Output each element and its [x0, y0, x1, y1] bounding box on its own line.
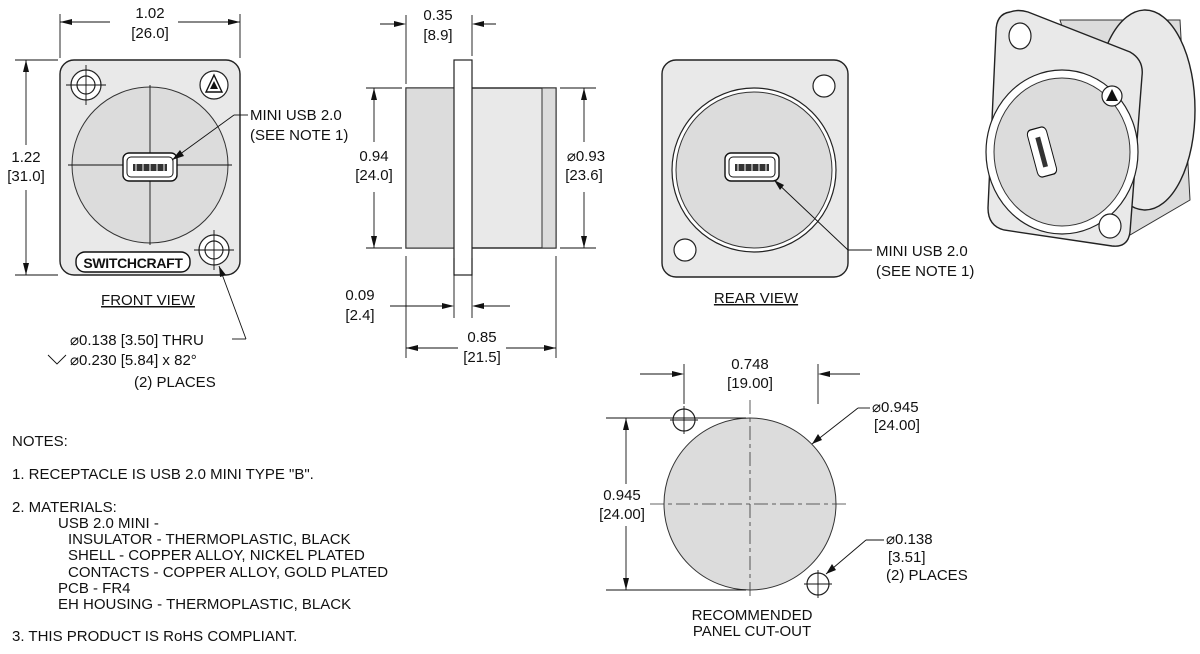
- cutout-spacing-mm: [19.00]: [727, 375, 773, 392]
- front-connector-note-1: MINI USB 2.0: [250, 107, 342, 124]
- side-height-mm: [24.0]: [355, 167, 393, 184]
- rear-view-title: REAR VIEW: [714, 290, 799, 307]
- notes-heading: NOTES:: [12, 433, 68, 450]
- hole-note-1: ⌀0.138 [3.50] THRU: [70, 332, 204, 349]
- side-thickness-mm: [2.4]: [345, 307, 374, 324]
- front-width-in: 1.02: [135, 5, 164, 22]
- isometric-view: [985, 9, 1196, 247]
- rear-connector-note-1: MINI USB 2.0: [876, 243, 968, 260]
- side-flange: [453, 59, 473, 276]
- rear-hole-bottom-left: [673, 238, 697, 262]
- front-view: SWITCHCRAFT 1.02 [26.0] 1.22 [31.0] MINI…: [7, 5, 348, 391]
- cutout-small-hole-in: ⌀0.138: [886, 531, 933, 548]
- cutout-small-hole-qty: (2) PLACES: [886, 567, 968, 584]
- side-thickness-in: 0.09: [345, 287, 374, 304]
- side-height-in: 0.94: [359, 148, 388, 165]
- side-diameter-in: ⌀0.93: [567, 148, 605, 165]
- material-4: CONTACTS - COPPER ALLOY, GOLD PLATED: [68, 564, 388, 581]
- cutout-diameter-mm: [24.00]: [874, 417, 920, 434]
- brand-logo: SWITCHCRAFT: [83, 255, 183, 271]
- side-view: 0.35 [8.9] 0.94 [24.0] ⌀0.93 [23.6] 0.09…: [345, 7, 605, 366]
- side-length-mm: [21.5]: [463, 349, 501, 366]
- rear-view: MINI USB 2.0 (SEE NOTE 1) REAR VIEW: [661, 59, 974, 307]
- material-6: EH HOUSING - THERMOPLASTIC, BLACK: [58, 596, 351, 613]
- front-height-in: 1.22: [11, 149, 40, 166]
- cutout-small-hole-mm: [3.51]: [888, 549, 926, 566]
- notes-block: NOTES: 1. RECEPTACLE IS USB 2.0 MINI TYP…: [12, 433, 388, 645]
- iso-hole-bottom: [1098, 213, 1122, 239]
- front-connector-note-2: (SEE NOTE 1): [250, 127, 348, 144]
- side-flange-in: 0.35: [423, 7, 452, 24]
- cutout-height-mm: [24.00]: [599, 506, 645, 523]
- material-5: PCB - FR4: [58, 580, 131, 597]
- cutout-title-1: RECOMMENDED: [692, 607, 813, 624]
- hole-note-2: ⌀0.230 [5.84] x 82°: [70, 352, 197, 369]
- hole-note-3: (2) PLACES: [134, 374, 216, 391]
- brand-plate: [75, 251, 191, 273]
- cutout-diameter-in: ⌀0.945: [872, 399, 919, 416]
- material-1: USB 2.0 MINI -: [58, 515, 159, 532]
- cutout-title-2: PANEL CUT-OUT: [693, 623, 811, 640]
- side-length-in: 0.85: [467, 329, 496, 346]
- front-height-mm: [31.0]: [7, 168, 45, 185]
- note-1: 1. RECEPTACLE IS USB 2.0 MINI TYPE "B".: [12, 466, 314, 483]
- side-flange-mm: [8.9]: [423, 27, 452, 44]
- rear-usb-connector: [724, 152, 780, 182]
- front-usb-connector: [122, 152, 178, 182]
- cutout-spacing-in: 0.748: [731, 356, 769, 373]
- panel-cutout: 0.748 [19.00] ⌀0.945 [24.00] 0.945 [24.0…: [599, 356, 968, 640]
- note-3: 3. THIS PRODUCT IS RoHS COMPLIANT.: [12, 628, 297, 645]
- material-3: SHELL - COPPER ALLOY, NICKEL PLATED: [68, 547, 365, 564]
- side-diameter-mm: [23.6]: [565, 167, 603, 184]
- material-2: INSULATOR - THERMOPLASTIC, BLACK: [68, 531, 351, 548]
- rear-hole-top-right: [812, 74, 836, 98]
- front-view-title: FRONT VIEW: [101, 292, 196, 309]
- cutout-height-in: 0.945: [603, 487, 641, 504]
- front-width-mm: [26.0]: [131, 25, 169, 42]
- note-2: 2. MATERIALS:: [12, 499, 117, 516]
- iso-hole-top: [1008, 22, 1032, 50]
- rear-connector-note-2: (SEE NOTE 1): [876, 263, 974, 280]
